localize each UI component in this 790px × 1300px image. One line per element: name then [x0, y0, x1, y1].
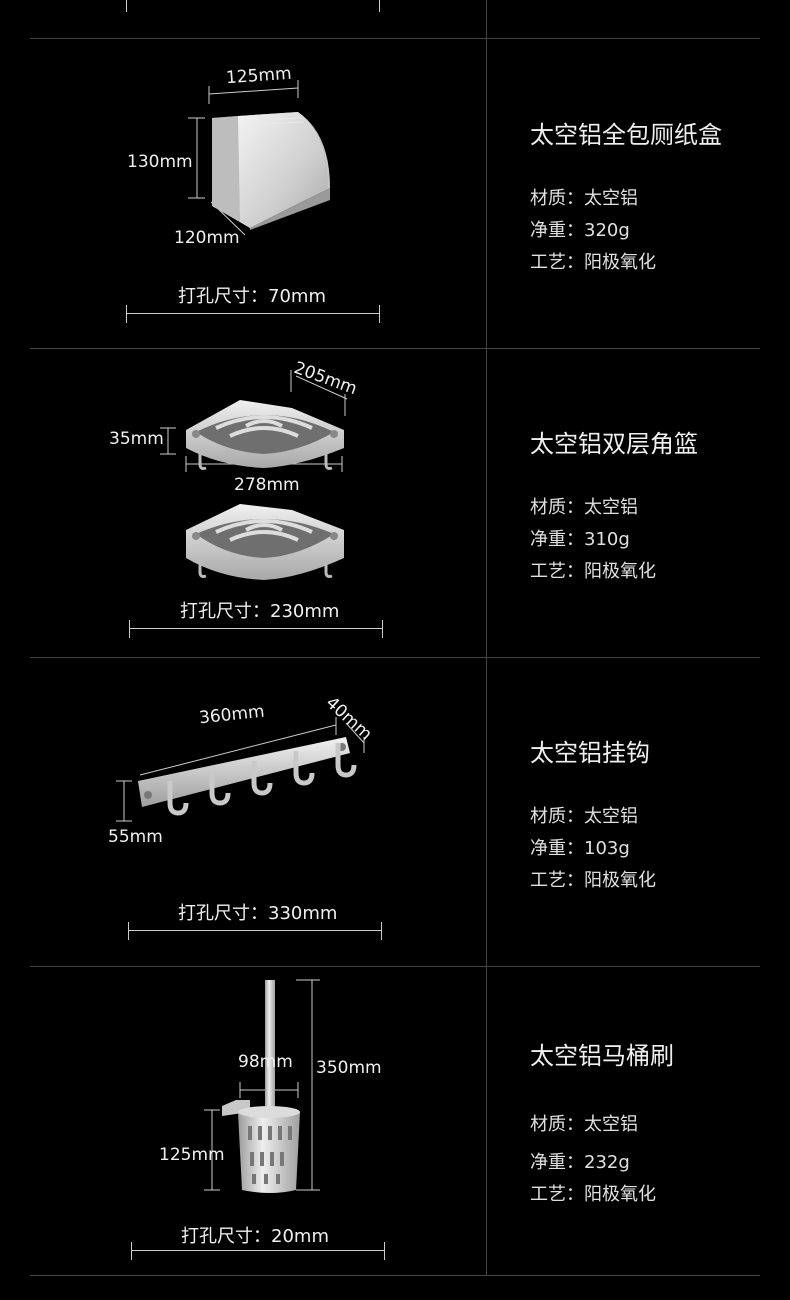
divider: [30, 1275, 760, 1276]
process-spec: 工艺：阳极氧化: [530, 1184, 656, 1205]
hole-size-bar: [129, 620, 383, 638]
hole-size-label: 打孔尺寸：230mm: [180, 601, 340, 622]
material-spec: 材质：太空铝: [530, 188, 638, 209]
product-row-paper-box: 125mm 130mm 120mm 打孔尺寸：70mm 太空铝全包厕纸盒 材质：…: [0, 38, 790, 347]
material-spec: 材质：太空铝: [530, 1114, 638, 1135]
prev-bar-tick: [379, 0, 380, 12]
weight-spec: 净重：232g: [530, 1152, 630, 1173]
column-divider: [486, 0, 487, 1276]
product-title: 太空铝挂钩: [530, 739, 650, 767]
divider: [30, 966, 760, 967]
dim-height: 55mm: [108, 827, 163, 847]
paper-box-image: [188, 80, 330, 236]
weight-spec: 净重：320g: [530, 220, 630, 241]
hole-size-label: 打孔尺寸：70mm: [178, 286, 326, 307]
divider: [30, 38, 760, 39]
hole-size-label: 打孔尺寸：20mm: [181, 1226, 329, 1247]
process-spec: 工艺：阳极氧化: [530, 870, 656, 891]
process-spec: 工艺：阳极氧化: [530, 252, 656, 273]
dim-depth: 120mm: [174, 228, 240, 248]
dim-height: 130mm: [127, 152, 193, 172]
product-row-toilet-brush: 98mm 350mm 125mm 打孔尺寸：20mm 太空铝马桶刷 材质：太空铝…: [0, 966, 790, 1275]
product-title: 太空铝马桶刷: [530, 1042, 674, 1070]
corner-basket-image: [160, 370, 348, 580]
dim-diameter: 98mm: [238, 1052, 293, 1072]
weight-spec: 净重：103g: [530, 838, 630, 859]
process-spec: 工艺：阳极氧化: [530, 561, 656, 582]
divider: [30, 657, 760, 658]
product-title: 太空铝双层角篮: [530, 430, 698, 458]
product-row-corner-basket: 205mm 35mm 278mm 打孔尺寸：230mm 太空铝双层角篮 材质：太…: [0, 348, 790, 657]
prev-bar-tick: [126, 0, 127, 12]
product-title: 太空铝全包厕纸盒: [530, 121, 722, 149]
toilet-brush-image: [204, 979, 320, 1193]
hole-size-bar: [128, 922, 382, 940]
weight-spec: 净重：310g: [530, 529, 630, 550]
hole-size-label: 打孔尺寸：330mm: [178, 903, 338, 924]
dim-height: 35mm: [109, 429, 164, 449]
dim-width: 278mm: [234, 475, 300, 495]
dim-depth: 125mm: [159, 1145, 225, 1165]
hole-size-bar: [131, 1242, 385, 1260]
material-spec: 材质：太空铝: [530, 497, 638, 518]
hole-size-bar: [126, 305, 380, 323]
hooks-image: [116, 717, 365, 822]
material-spec: 材质：太空铝: [530, 806, 638, 827]
divider: [30, 348, 760, 349]
product-row-hooks: 360mm 40mm 55mm 打孔尺寸：330mm 太空铝挂钩 材质：太空铝 …: [0, 657, 790, 966]
dim-height: 350mm: [316, 1058, 382, 1078]
